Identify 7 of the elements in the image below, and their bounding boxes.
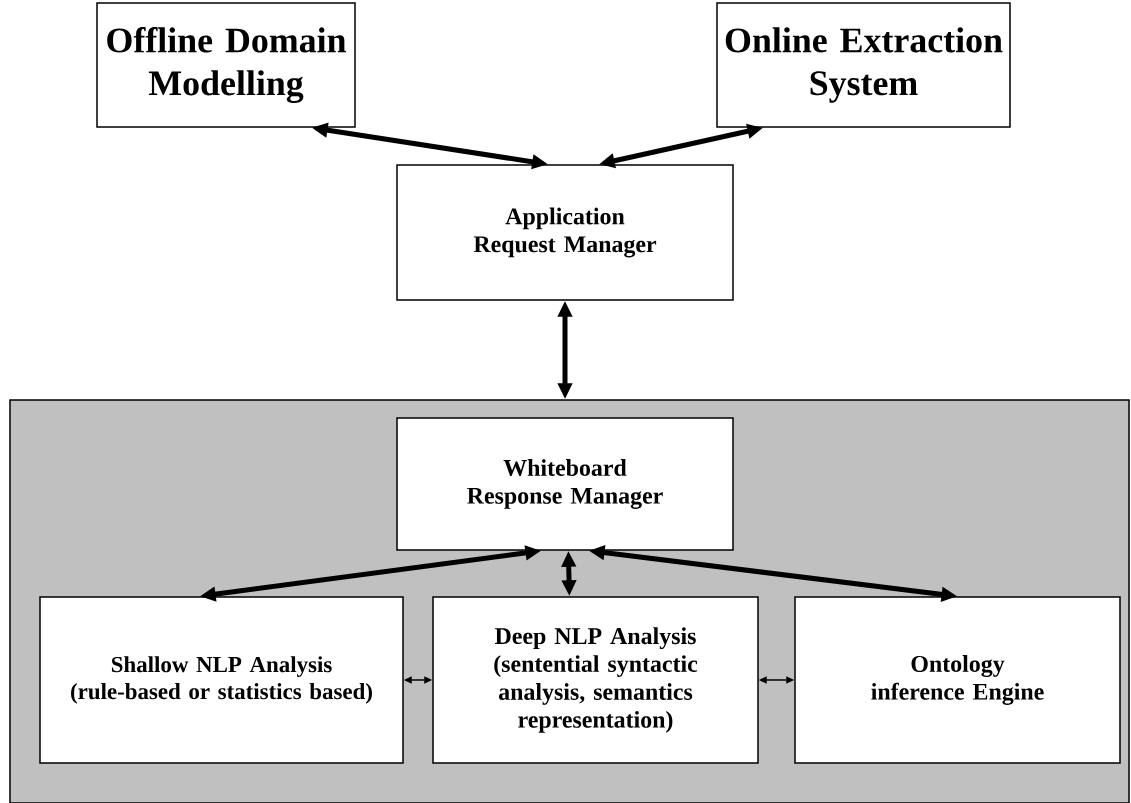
process-box: Deep NLP Analysis (sentential syntactic analysis, semantics representation) [432, 596, 759, 764]
process-box: Application Request Manager [396, 164, 734, 301]
process-box: Online Extraction System [716, 2, 1011, 128]
process-box: Offline Domain Modelling [96, 2, 356, 128]
process-box: Shallow NLP Analysis (rule-based or statistics based) [39, 596, 404, 764]
process-box: Ontology inference Engine [794, 596, 1121, 764]
process-box: Whiteboard Response Manager [396, 417, 734, 551]
